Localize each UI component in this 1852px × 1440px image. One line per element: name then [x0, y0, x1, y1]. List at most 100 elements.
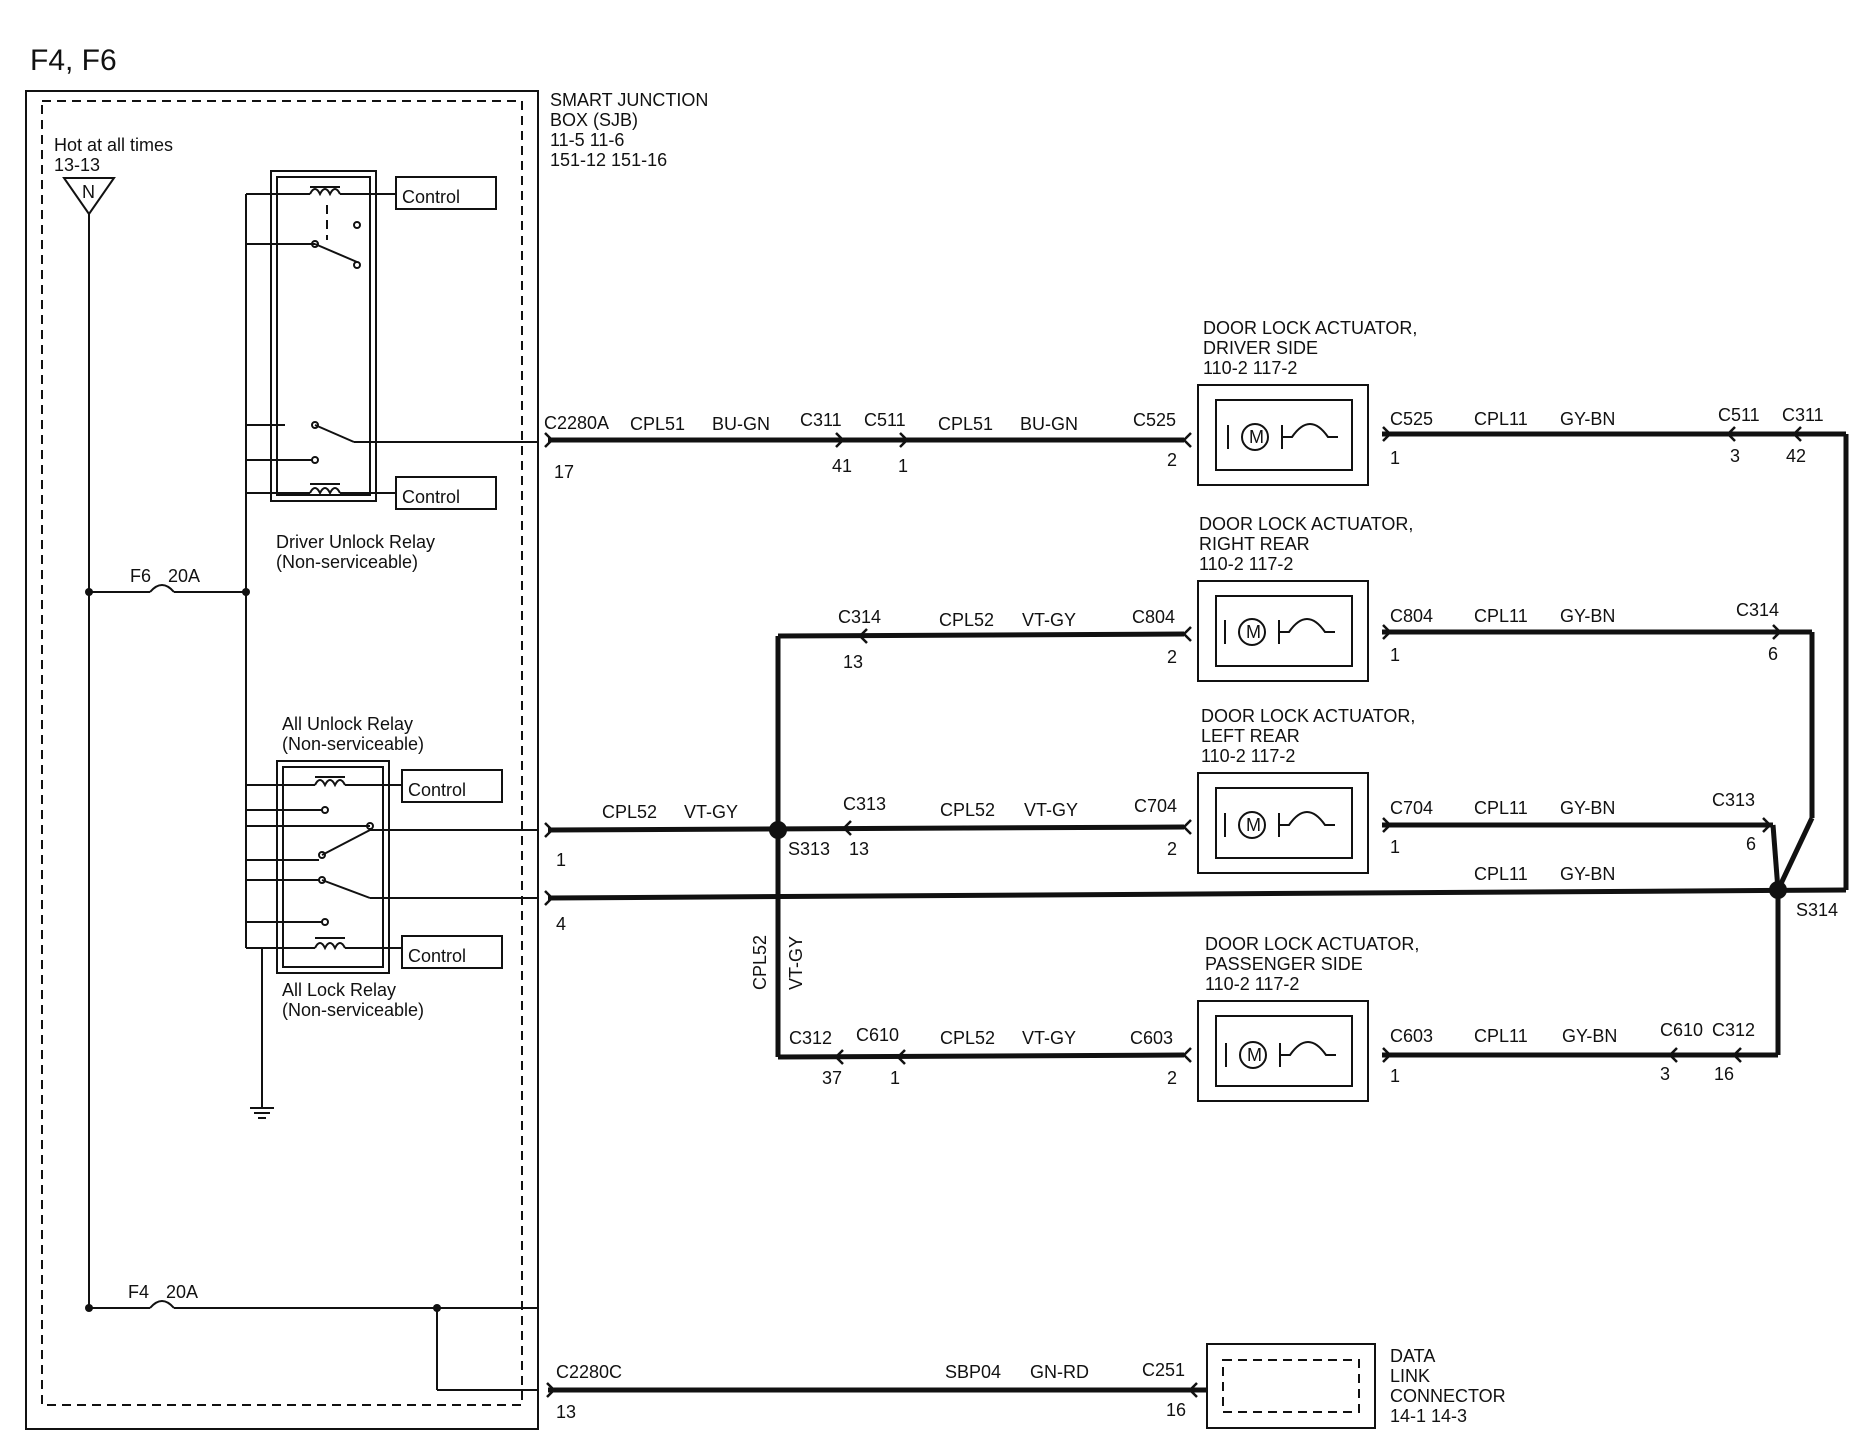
- fuse-f4-name: F4: [128, 1282, 149, 1302]
- pin-label: 13: [556, 1402, 576, 1422]
- connector-label: C603: [1130, 1028, 1173, 1048]
- motor-icon: [1238, 811, 1266, 839]
- actuator-driver-line1: DOOR LOCK ACTUATOR,: [1203, 318, 1417, 338]
- pin-label: 3: [1660, 1064, 1670, 1084]
- relay-switch-icon: [314, 424, 355, 443]
- dlc-line3: CONNECTOR: [1390, 1386, 1506, 1406]
- driver-unlock-relay-name: Driver Unlock Relay: [276, 532, 435, 552]
- relay-switch-icon: [314, 243, 358, 263]
- all-unlock-relay-note: (Non-serviceable): [282, 734, 424, 754]
- dlc-line1: DATA: [1390, 1346, 1435, 1366]
- connector-label: C804: [1132, 607, 1175, 627]
- driver-unlock-relay-note: (Non-serviceable): [276, 552, 418, 572]
- motor-icon: [1241, 423, 1269, 451]
- pin-label: 17: [554, 462, 574, 482]
- all-unlock-control: [401, 769, 503, 803]
- pin-label: 2: [1167, 1068, 1177, 1088]
- control-label: Control: [402, 487, 460, 507]
- connector-label: C314: [838, 607, 881, 627]
- actuator-right-rear: M: [1197, 580, 1369, 682]
- sjb-refs-a: 11-5 11-6: [550, 130, 624, 150]
- fuse-f6-icon: [149, 584, 175, 593]
- circuit-label: SBP04: [945, 1362, 1001, 1382]
- actuator-passenger-refs: 110-2 117-2: [1205, 974, 1299, 994]
- fuse-f6-name: F6: [130, 566, 151, 586]
- power-source: Hot at all times 13-13 N: [54, 135, 173, 216]
- fuse-f4-rating: 20A: [166, 1282, 198, 1302]
- actuator-left-rear: M: [1197, 772, 1369, 874]
- wire-color-label: BU-GN: [712, 414, 770, 434]
- circuit-label-vertical: CPL52: [750, 935, 770, 990]
- wire-right-rear-unlock: [775, 625, 1193, 1057]
- connector-label: C603: [1390, 1026, 1433, 1046]
- sjb-inner-box: [41, 100, 523, 1406]
- wire-color-label: BU-GN: [1020, 414, 1078, 434]
- driver-unlock-relay: [246, 170, 538, 502]
- pin-label: 6: [1768, 644, 1778, 664]
- wire-color-label: VT-GY: [1024, 800, 1078, 820]
- fuse-f4-icon: [149, 1300, 175, 1309]
- driver-unlock-control-bottom: [395, 476, 497, 510]
- actuator-right-rear-line2: RIGHT REAR: [1199, 534, 1310, 554]
- connector-label: C313: [1712, 790, 1755, 810]
- all-unlock-relay-name: All Unlock Relay: [282, 714, 413, 734]
- pin-label: 1: [556, 850, 566, 870]
- circuit-label: CPL11: [1474, 798, 1528, 818]
- pin-label: 2: [1167, 839, 1177, 859]
- all-lock-relay-name: All Lock Relay: [282, 980, 396, 1000]
- connector-label: C312: [1712, 1020, 1755, 1040]
- sjb-line1: SMART JUNCTION: [550, 90, 708, 110]
- motor-icon: [1238, 618, 1266, 646]
- pin-label: 3: [1730, 446, 1740, 466]
- connector-label: C804: [1390, 606, 1433, 626]
- actuator-left-rear-line2: LEFT REAR: [1201, 726, 1300, 746]
- pin-label: 6: [1746, 834, 1756, 854]
- connector-label: C704: [1134, 796, 1177, 816]
- dlc-refs: 14-1 14-3: [1390, 1406, 1467, 1426]
- power-source-label: Hot at all times: [54, 135, 173, 155]
- circuit-label: CPL52: [940, 1028, 995, 1048]
- page-code: F4, F6: [30, 44, 117, 77]
- pin-label: 37: [822, 1068, 842, 1088]
- actuator-right-rear-refs: 110-2 117-2: [1199, 554, 1293, 574]
- splice-s314: [1769, 881, 1787, 899]
- wire-passenger-unlock: [777, 1046, 1193, 1066]
- relay-coil-icon: [314, 942, 346, 951]
- power-triangle-icon: [62, 177, 116, 216]
- connector-label: C610: [1660, 1020, 1703, 1040]
- connector-label: C2280A: [544, 413, 609, 433]
- pin-label: 1: [890, 1068, 900, 1088]
- pin-label: 4: [556, 914, 566, 934]
- circuit-label: CPL11: [1474, 1026, 1528, 1046]
- circuit-label: CPL11: [1474, 409, 1528, 429]
- control-label: Control: [408, 780, 466, 800]
- sjb-refs-b: 151-12 151-16: [550, 150, 667, 170]
- wire-color-label: VT-GY: [1022, 610, 1076, 630]
- connector-label: C314: [1736, 600, 1779, 620]
- wire-color-label: VT-GY: [1022, 1028, 1076, 1048]
- wire-right-rear-return: [1381, 623, 1815, 892]
- wire-left-rear-return: [1381, 816, 1781, 891]
- connector-label: C312: [789, 1028, 832, 1048]
- relay-feed-node: [242, 588, 250, 596]
- wire-all-unlock: [543, 818, 1193, 839]
- pin-label: 2: [1167, 450, 1177, 470]
- fuse-f6: F6 20A: [89, 566, 246, 593]
- circuit-label: CPL52: [939, 610, 994, 630]
- connector-label: C511: [864, 410, 906, 430]
- actuator-driver-refs: 110-2 117-2: [1203, 358, 1297, 378]
- pin-label: 16: [1714, 1064, 1734, 1084]
- sjb-outer-box: [25, 90, 539, 1430]
- pin-label: 42: [1786, 446, 1806, 466]
- pin-label: 2: [1167, 647, 1177, 667]
- power-node: [85, 1304, 93, 1312]
- wire-driver-return: [1381, 425, 1849, 890]
- circuit-label: CPL52: [602, 802, 657, 822]
- relay-coil-icon: [309, 487, 341, 496]
- wire-color-label: VT-GY: [684, 802, 738, 822]
- motor-letter: M: [1246, 622, 1261, 642]
- pin-label: 41: [832, 456, 852, 476]
- fuse-f6-rating: 20A: [168, 566, 200, 586]
- connector-label: C311: [1782, 405, 1824, 425]
- actuator-passenger: M: [1197, 1000, 1369, 1102]
